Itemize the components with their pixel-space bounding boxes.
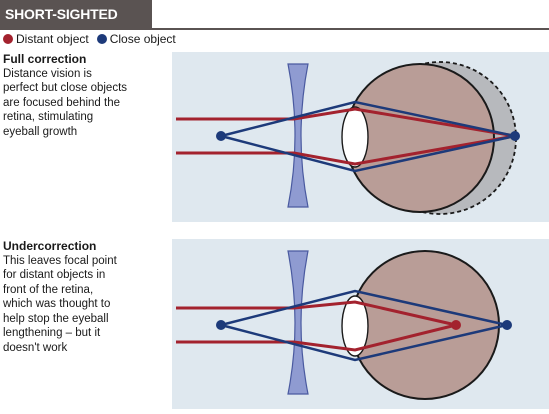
close-object-point	[216, 131, 226, 141]
title-rule	[0, 28, 549, 30]
panel-heading: Full correction	[3, 52, 87, 66]
diagram-full-correction	[172, 52, 549, 222]
close-object-point	[216, 320, 226, 330]
legend-dot-close	[96, 34, 107, 44]
figure-title: SHORT-SIGHTED THEORY	[0, 0, 152, 50]
eye-lens	[341, 295, 369, 357]
close-ray-bottom	[220, 134, 516, 173]
distant-ray-top	[176, 300, 457, 327]
eyeball	[350, 250, 500, 400]
close-focal-point	[502, 320, 512, 330]
corrective-lens	[287, 63, 309, 208]
legend-label-distant: Distant object	[16, 32, 89, 46]
panel-body: This leaves focal point for distant obje…	[3, 254, 117, 354]
full-correction-svg	[176, 61, 520, 215]
panel-body: Distance vision is perfect but close obj…	[3, 67, 128, 138]
close-ray-bottom	[220, 323, 508, 362]
legend: Distant object Close object	[3, 32, 184, 46]
distant-ray-top	[176, 107, 516, 138]
panel-undercorrection-text: Undercorrection This leaves focal point …	[3, 239, 163, 355]
distant-focal-point	[451, 320, 461, 330]
diagram-undercorrection	[172, 239, 549, 409]
undercorrection-svg	[176, 250, 512, 400]
eye-lens	[341, 106, 369, 168]
distant-ray-bottom	[176, 323, 457, 352]
close-focal-point	[510, 131, 520, 141]
legend-item-close: Close object	[96, 32, 176, 46]
panel-heading: Undercorrection	[3, 239, 97, 253]
legend-dot-distant	[3, 34, 13, 44]
panel-full-correction-text: Full correction Distance vision is perfe…	[3, 52, 163, 139]
close-ray-top	[220, 289, 508, 327]
distant-ray-bottom	[176, 134, 516, 166]
corrective-lens	[287, 250, 309, 395]
close-ray-top	[220, 100, 516, 138]
legend-label-close: Close object	[109, 32, 176, 46]
legend-item-distant: Distant object	[3, 32, 89, 46]
